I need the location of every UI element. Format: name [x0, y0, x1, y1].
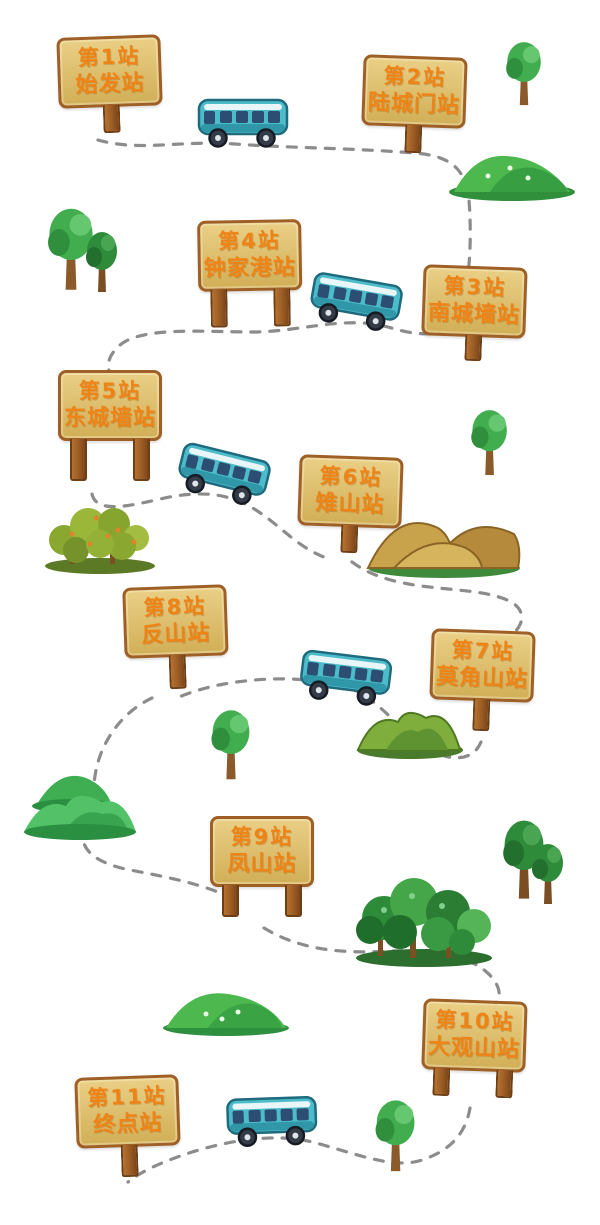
station-number: 第1站 [77, 43, 141, 71]
station-number: 第8站 [143, 593, 207, 621]
sign-post [495, 1070, 514, 1099]
station-sign-4: 第4站 钟家港站 [197, 219, 303, 329]
bush-cluster-icon [45, 508, 155, 574]
sign-post [222, 885, 239, 918]
sign-post [120, 1145, 139, 1178]
station-name: 莫角山站 [435, 664, 529, 693]
tree-icon [86, 232, 117, 292]
station-sign-6: 第6站 雉山站 [296, 454, 404, 555]
tree-icon [532, 844, 563, 904]
station-board: 第6站 雉山站 [297, 454, 404, 530]
station-name: 雉山站 [315, 490, 385, 519]
station-sign-2: 第2站 陆城门站 [360, 54, 468, 155]
station-name: 东城墙站 [63, 406, 156, 432]
station-sign-1: 第1站 始发站 [56, 34, 163, 135]
hills-icon [449, 155, 575, 201]
station-name: 始发站 [75, 70, 145, 99]
station-board: 第11站 终点站 [74, 1074, 181, 1150]
station-number: 第5站 [78, 379, 142, 403]
tree-icon [506, 42, 541, 106]
sign-post [102, 105, 121, 134]
sign-post [403, 125, 422, 154]
station-number: 第9站 [230, 825, 294, 849]
station-name: 大观山站 [427, 1034, 521, 1063]
station-sign-11: 第11站 终点站 [74, 1074, 181, 1179]
mountains-icon [366, 522, 521, 578]
tree-icon [48, 208, 93, 290]
sign-post [168, 655, 187, 690]
station-number: 第11站 [86, 1083, 167, 1111]
station-board: 第4站 钟家港站 [197, 219, 303, 293]
station-name: 南城墙站 [427, 300, 521, 329]
tree-icon [211, 710, 250, 780]
station-sign-7: 第7站 莫角山站 [428, 628, 536, 733]
station-name: 陆城门站 [367, 90, 461, 119]
station-name: 反山站 [140, 620, 211, 649]
station-name: 终点站 [92, 1110, 163, 1139]
station-name: 凤山站 [227, 852, 297, 878]
station-name: 钟家港站 [203, 255, 297, 282]
sign-post [471, 699, 490, 732]
station-sign-3: 第3站 南城墙站 [420, 264, 528, 363]
station-board: 第3站 南城墙站 [421, 264, 528, 340]
bus-icon [297, 648, 394, 709]
station-number: 第7站 [451, 637, 515, 665]
hills-icon [356, 711, 463, 759]
station-board: 第10站 大观山站 [421, 998, 528, 1074]
sign-post [463, 335, 482, 362]
sign-post [273, 288, 291, 328]
sign-post [285, 885, 302, 918]
station-board: 第7站 莫角山站 [429, 628, 536, 704]
sign-post [133, 439, 150, 482]
sign-post [432, 1068, 451, 1097]
bus-icon [306, 270, 405, 335]
tree-icon [471, 410, 507, 475]
station-sign-10: 第10站 大观山站 [420, 998, 528, 1099]
station-number: 第4站 [217, 228, 281, 254]
sign-post [70, 439, 87, 482]
hills-icon [163, 993, 289, 1036]
sign-post [339, 525, 358, 554]
station-board: 第8站 反山站 [122, 584, 229, 660]
station-number: 第6站 [319, 463, 383, 491]
bus-icon [173, 440, 273, 510]
station-board: 第1站 始发站 [56, 34, 163, 110]
forest-icon [356, 878, 492, 967]
station-board: 第2站 陆城门站 [361, 54, 468, 130]
station-number: 第3站 [443, 273, 507, 301]
station-sign-5: 第5站 东城墙站 [58, 370, 162, 482]
station-board: 第5站 东城墙站 [58, 370, 162, 442]
station-sign-9: 第9站 凤山站 [210, 816, 314, 918]
station-sign-8: 第8站 反山站 [122, 584, 230, 691]
station-number: 第10站 [434, 1007, 515, 1035]
station-number: 第2站 [383, 63, 447, 91]
bus-icon [197, 98, 289, 148]
hills-icon [24, 775, 136, 840]
sign-post [210, 289, 228, 329]
station-board: 第9站 凤山站 [210, 816, 314, 888]
